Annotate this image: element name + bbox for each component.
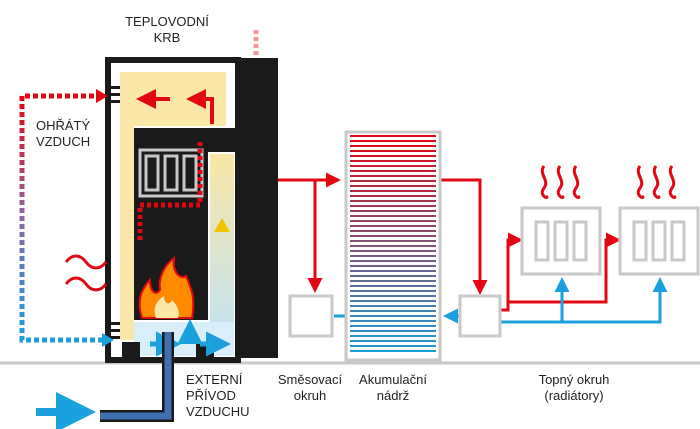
hot-pipe-tank-out	[440, 178, 488, 295]
lower-vent	[110, 322, 120, 339]
chimney-column	[238, 58, 278, 358]
warm-air-loop-head-top	[96, 89, 108, 103]
cold-pipe-radiators	[500, 277, 668, 324]
warm-air-label: OHŘÁTÝ VZDUCH	[36, 118, 90, 150]
accumulation-tank-line-2: nádrž	[376, 388, 410, 403]
mixing-circuit-line-2: okruh	[293, 388, 327, 403]
heating-circuit-box	[458, 294, 502, 338]
external-air-supply	[36, 332, 174, 429]
radiator-icon-2	[618, 206, 700, 276]
fireplace-title: TEPLOVODNÍ KRB	[112, 14, 222, 46]
mixing-circuit-label: Směsovací okruh	[270, 372, 350, 404]
warm-air-loop-head-bottom	[102, 333, 114, 347]
radiator-heat-waves	[540, 165, 677, 200]
flue-gas-flow	[137, 140, 203, 240]
fireplace-title-line-2: KRB	[153, 30, 181, 45]
accumulation-tank	[344, 130, 442, 362]
mixing-valve-box	[288, 294, 334, 338]
external-intake-line-3: VZDUCHU	[186, 404, 250, 419]
mixing-circuit-line-1: Směsovací	[277, 372, 343, 387]
external-intake-line-1: EXTERNÍ	[186, 372, 243, 387]
heat-exchanger-icon	[138, 148, 204, 198]
radiator-icon	[520, 206, 602, 276]
firebox	[134, 128, 238, 320]
accumulation-tank-line-1: Akumulační	[359, 372, 427, 387]
hot-pipe-radiator-2	[508, 232, 621, 304]
external-intake-line-2: PŘÍVOD	[186, 388, 236, 403]
warm-air-label-line-2: VZDUCH	[36, 134, 91, 149]
heating-circuit-line-1: Topný okruh	[538, 372, 610, 387]
heat-wave-icon	[64, 254, 108, 292]
accumulation-tank-label: Akumulační nádrž	[350, 372, 436, 404]
warm-air-arrow-2	[186, 89, 214, 124]
flame-icon	[138, 255, 195, 319]
fireplace-title-line-1: TEPLOVODNÍ	[125, 14, 209, 29]
left-jacket	[120, 126, 134, 340]
external-intake-label: EXTERNÍ PŘÍVOD VZDUCHU	[186, 372, 250, 420]
upper-vent	[110, 86, 120, 103]
rising-water-arrowhead	[214, 218, 230, 232]
warm-air-loop	[19, 93, 106, 343]
base-block	[122, 342, 140, 358]
heating-circuit-line-2: (radiátory)	[544, 388, 604, 403]
hot-pipe-radiators	[500, 232, 523, 312]
water-jacket-shaft	[210, 154, 234, 344]
fireplace	[105, 30, 278, 363]
air-plenum	[134, 322, 234, 356]
warm-air-label-line-1: OHŘÁTÝ	[36, 118, 91, 133]
heating-circuit-label: Topný okruh (radiátory)	[524, 372, 624, 404]
